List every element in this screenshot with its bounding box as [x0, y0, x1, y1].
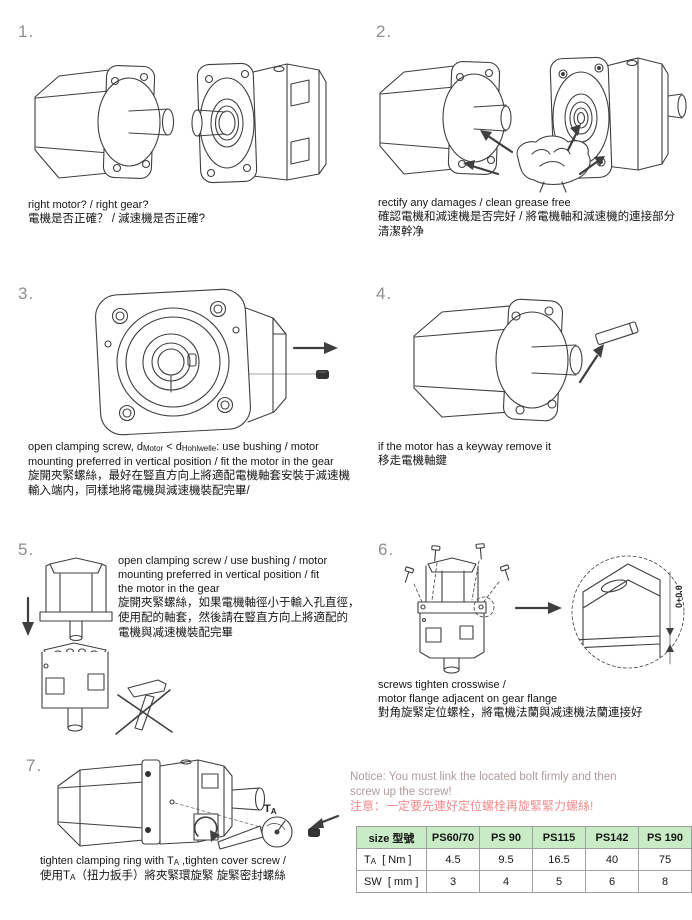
- caption-line: mounting preferred in vertical position …: [28, 456, 334, 468]
- step3-number: 3.: [18, 284, 35, 303]
- gap-dimension-label: 0+0.0: [674, 585, 684, 608]
- table-cell: 75: [638, 848, 692, 871]
- step2-illustration: [379, 56, 687, 193]
- step3-caption: open clamping screw, dMotor < dHohlwelle…: [28, 440, 350, 499]
- notice-line: screw up the screw!: [350, 785, 452, 798]
- caption-line: 對角旋緊定位螺栓，將電機法蘭與减速機法蘭連接好: [378, 707, 643, 719]
- caption-line: rectify any damages / clean grease free: [378, 197, 571, 209]
- step6-number: 6.: [378, 540, 395, 559]
- motor-drawing: [379, 61, 512, 175]
- table-cell: 5: [532, 870, 586, 893]
- arrow-icon: [514, 602, 562, 614]
- motor-drawing: [39, 557, 113, 642]
- gearbox-front-drawing: [95, 288, 319, 436]
- caption-line: motor flange adjacent on gear flange: [378, 693, 558, 705]
- table-cell: 40: [585, 848, 639, 871]
- step7-illustration: TA: [57, 759, 340, 850]
- table-cell: 16.5: [532, 848, 586, 871]
- caption-line: 清潔幹净: [378, 226, 424, 238]
- no-hammer-icon: [115, 679, 173, 735]
- table-header-cell: PS60/70: [426, 826, 480, 849]
- table-header-cell: PS115: [532, 826, 586, 849]
- table-row-label: TA [ Nm ]: [356, 848, 427, 871]
- table-header-cell: PS142: [585, 826, 639, 849]
- step6-caption: screws tighten crosswise / motor flange …: [378, 678, 643, 721]
- table-header-row: size 型號 PS60/70 PS 90 PS115 PS142 PS 190: [356, 826, 692, 849]
- notice-line: Notice: You must link the located bolt f…: [350, 771, 617, 783]
- step3-illustration: [95, 288, 338, 436]
- caption-line: tighten clamping ring with TA ,tighten c…: [40, 855, 286, 867]
- caption-line: screws tighten crosswise /: [378, 679, 506, 691]
- caption-line: mounting preferred in vertical position …: [118, 569, 320, 581]
- step6-illustration: 0+0.0: [404, 543, 685, 674]
- arrow-icon: [463, 124, 605, 176]
- assembly-drawing: [417, 557, 495, 674]
- caption-line: 使用配的軸套，然後請在豎直方向上將適配的: [118, 612, 348, 624]
- detail-magnifier: 0+0.0: [571, 555, 685, 669]
- caption-line: if the motor has a keyway remove it: [378, 441, 552, 453]
- table-header-cell: PS 90: [479, 826, 533, 849]
- table-cell: 4: [479, 870, 533, 893]
- cover-screw-icon: [308, 828, 320, 837]
- caption-line: the motor in the gear: [118, 583, 220, 595]
- torque-label: TA: [264, 803, 277, 816]
- caption-line: 電機是否正確？ / 減速機是否正確?: [28, 213, 205, 225]
- arrow-icon: [310, 814, 340, 828]
- step7-caption: tighten clamping ring with TA ,tighten c…: [40, 854, 286, 884]
- table-row: TA [ Nm ] 4.5 9.5 16.5 40 75: [356, 848, 692, 871]
- step5-illustration: [22, 557, 173, 735]
- hand-cloth-icon: [516, 135, 591, 193]
- gearbox-drawing: [191, 62, 327, 184]
- table-cell: 8: [638, 870, 692, 893]
- caption-line: 確認電機和減速機是否完好 / 將電機軸和減速機的連接部分: [378, 211, 676, 223]
- arrow-down-icon: [22, 596, 34, 636]
- step5-caption: open clamping screw / use bushing / moto…: [118, 554, 360, 641]
- caption-line: 使用TA（扭力扳手）將夾緊環旋緊 旋緊密封螺絲: [40, 870, 286, 882]
- table-cell: 9.5: [479, 848, 533, 871]
- step1-caption: right motor? / right gear? 電機是否正確？ / 減速機…: [28, 198, 205, 227]
- motor-drawing: [34, 65, 175, 179]
- table-row: SW [ mm ] 3 4 5 6 8: [356, 870, 692, 893]
- torque-wrench-icon: TA: [217, 803, 293, 850]
- table-header-cell: size 型號: [356, 826, 427, 849]
- notice-line: 注意：一定要先連好定位螺栓再旋緊緊力螺絲!: [350, 799, 594, 813]
- screws-icon: [404, 543, 510, 605]
- caption-line: 旋開夾緊螺絲，最好在豎直方向上將適配電機軸套安裝于減速機: [28, 470, 350, 482]
- notice: Notice: You must link the located bolt f…: [350, 770, 617, 814]
- caption-line: right motor? / right gear?: [28, 199, 149, 211]
- step4-illustration: [413, 298, 639, 422]
- table-cell: 4.5: [426, 848, 480, 871]
- arrow-icon: [292, 342, 338, 354]
- step2-caption: rectify any damages / clean grease free …: [378, 196, 675, 240]
- caption-line: 輸入端内，同樣地將電機與減速機裝配完畢/: [28, 485, 250, 497]
- caption-line: open clamping screw, dMotor < dHohlwelle…: [28, 441, 319, 453]
- caption-line: 移走電機軸鍵: [378, 455, 447, 467]
- step7-number: 7.: [26, 756, 43, 775]
- key-icon: [595, 321, 639, 345]
- table-header-cell: PS 190: [638, 826, 692, 849]
- gearbox-drawing: [41, 642, 109, 732]
- step1-illustration: [34, 62, 327, 184]
- caption-line: open clamping screw / use bushing / moto…: [118, 555, 328, 567]
- step4-caption: if the motor has a keyway remove it 移走電機…: [378, 440, 551, 469]
- table-cell: 3: [426, 870, 480, 893]
- arrow-icon: [578, 344, 604, 384]
- step2-number: 2.: [376, 22, 393, 41]
- torque-spec-table: size 型號 PS60/70 PS 90 PS115 PS142 PS 190…: [356, 826, 692, 893]
- table-cell: 6: [585, 870, 639, 893]
- motor-drawing: [413, 298, 583, 422]
- table-row-label: SW [ mm ]: [356, 870, 427, 893]
- step4-number: 4.: [376, 284, 393, 303]
- step5-number: 5.: [18, 540, 35, 559]
- step1-number: 1.: [18, 22, 35, 41]
- caption-line: 旋開夾緊螺絲，如果電機軸徑小于輸入孔直徑，: [118, 597, 360, 609]
- assembly-drawing: [57, 759, 266, 847]
- caption-line: 電機與减速機裝配完畢: [118, 627, 233, 639]
- clamping-screw-icon: [316, 370, 329, 379]
